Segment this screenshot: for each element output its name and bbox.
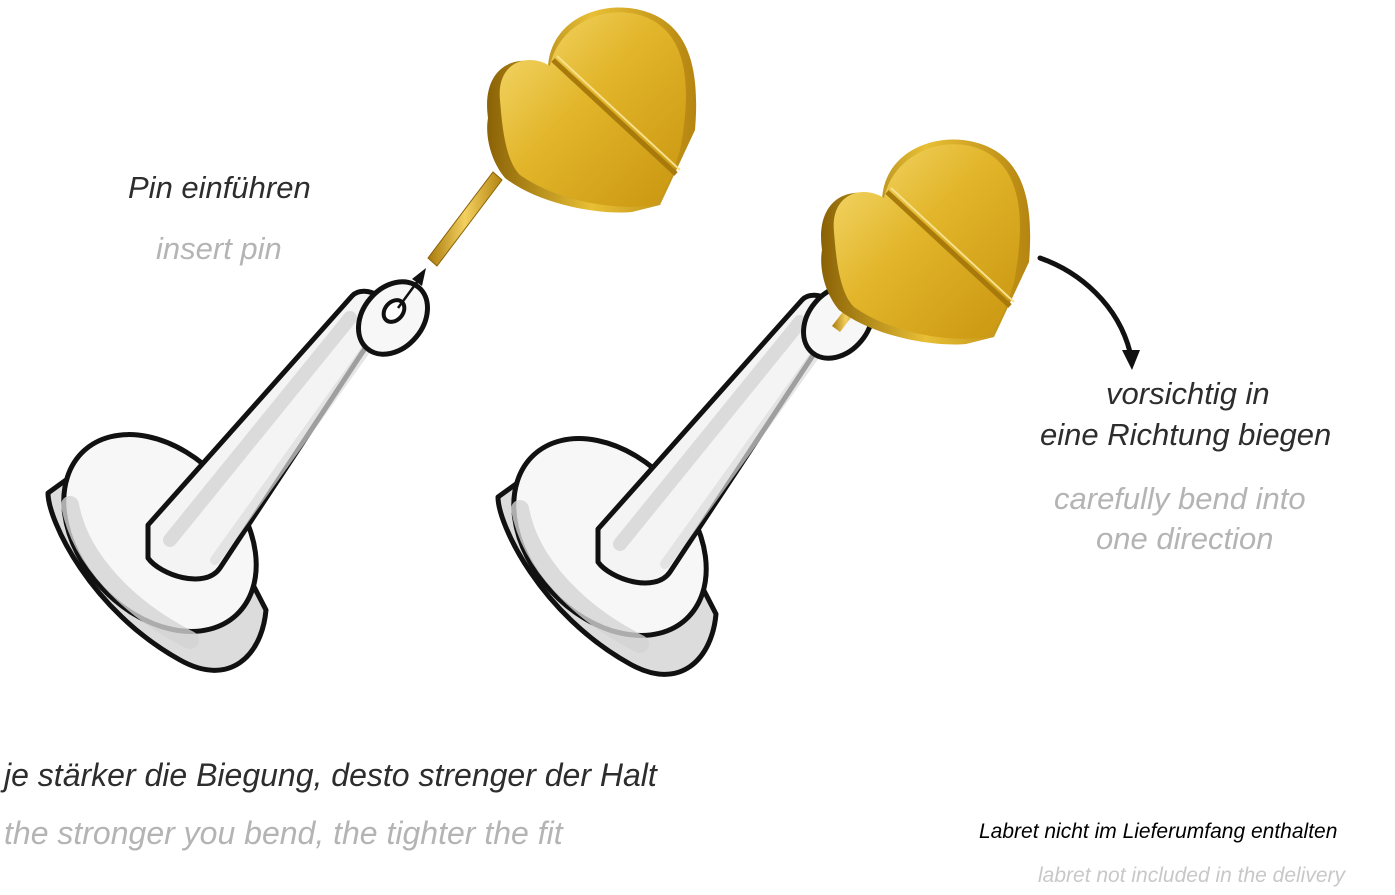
fit-note-de: je stärker die Biegung, desto strenger d…	[4, 757, 657, 793]
heart-top-left-pin	[427, 171, 503, 267]
bend-label-en-line1: carefully bend into	[1054, 481, 1306, 516]
heart-top-left-face	[499, 12, 686, 207]
labret-left-shaft	[145, 288, 391, 582]
heart-top-left	[427, 7, 697, 267]
labret-right-shaft	[595, 292, 841, 586]
fit-note-en: the stronger you bend, the tighter the f…	[4, 815, 563, 851]
labret-left	[45, 279, 430, 673]
bend-label-de-line1: vorsichtig in	[1106, 376, 1270, 411]
labret-note-de: Labret nicht im Lieferumfang enthalten	[979, 820, 1338, 843]
insert-pin-label-en: insert pin	[156, 231, 282, 266]
heart-top-right-face	[833, 144, 1020, 339]
bend-arrow	[1037, 255, 1140, 370]
bend-label-de-line2: eine Richtung biegen	[1040, 417, 1332, 452]
heart-top-right	[821, 139, 1031, 345]
bend-label-en-line2: one direction	[1096, 521, 1274, 556]
insert-arrow	[396, 268, 426, 309]
labret-note-en: labret not included in the delivery	[1038, 864, 1346, 887]
insert-pin-label-de: Pin einführen	[128, 170, 311, 205]
labret-right	[495, 283, 875, 677]
